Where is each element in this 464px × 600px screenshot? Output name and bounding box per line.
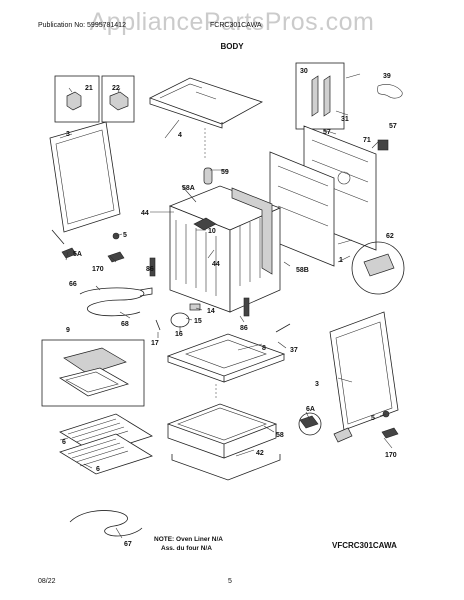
callout-5A[interactable]: 5A bbox=[73, 251, 82, 258]
callout-10[interactable]: 10 bbox=[208, 228, 216, 235]
part-3-door-right[interactable] bbox=[329, 311, 399, 431]
watermark: AppliancePartsPros.com bbox=[89, 8, 375, 36]
part-16-fan[interactable] bbox=[170, 312, 190, 328]
callout-6-b[interactable]: 6 bbox=[96, 466, 100, 473]
callout-17[interactable]: 17 bbox=[151, 340, 159, 347]
callout-5-right[interactable]: 5 bbox=[371, 415, 375, 422]
publication-number: Publication No: 5995781412 bbox=[38, 22, 126, 29]
part-6A-hinge[interactable] bbox=[299, 415, 319, 429]
part-170-screw-right[interactable] bbox=[381, 427, 399, 439]
part-57-clip[interactable] bbox=[377, 139, 389, 151]
callout-9[interactable]: 9 bbox=[66, 327, 70, 334]
callout-3-right[interactable]: 3 bbox=[315, 381, 319, 388]
callout-44-b[interactable]: 44 bbox=[212, 261, 220, 268]
part-37-screw[interactable] bbox=[275, 323, 291, 333]
part-3-door-left[interactable] bbox=[49, 121, 121, 233]
callout-16[interactable]: 16 bbox=[175, 331, 183, 338]
part-9-broiler-pan[interactable] bbox=[59, 367, 130, 397]
callout-44-a[interactable]: 44 bbox=[141, 210, 149, 217]
part-68-bake-element[interactable] bbox=[79, 287, 145, 317]
part-4-top-panel[interactable] bbox=[148, 77, 263, 125]
part-5-hinge-arm[interactable] bbox=[333, 427, 353, 443]
callout-59[interactable]: 59 bbox=[221, 169, 229, 176]
model-number-header: FCRC301CAWA bbox=[210, 22, 262, 29]
part-8-oven-bottom[interactable] bbox=[166, 333, 286, 377]
inset-box-22 bbox=[101, 75, 135, 123]
part-42-drawer-panel[interactable] bbox=[171, 454, 281, 481]
part-5A-hinge-receiver[interactable] bbox=[61, 247, 77, 259]
callout-39[interactable]: 39 bbox=[383, 73, 391, 80]
part-14-fitting[interactable] bbox=[189, 303, 201, 311]
part-9-broiler-pan-grid[interactable] bbox=[63, 347, 127, 375]
part-67-broil-element[interactable] bbox=[69, 510, 143, 537]
callout-42[interactable]: 42 bbox=[256, 450, 264, 457]
inset-box-21 bbox=[54, 75, 100, 123]
inset-box-9 bbox=[41, 339, 145, 407]
callout-15[interactable]: 15 bbox=[194, 318, 202, 325]
callout-67[interactable]: 67 bbox=[124, 541, 132, 548]
note-oven-liner: NOTE: Oven Liner N/A bbox=[154, 536, 223, 543]
insulation-blanket[interactable] bbox=[231, 187, 273, 275]
part-6-oven-rack-bottom[interactable] bbox=[59, 433, 153, 475]
part-39-harness[interactable] bbox=[377, 84, 403, 99]
callout-58[interactable]: 58 bbox=[276, 432, 284, 439]
model-number-bottom: VFCRC301CAWA bbox=[332, 541, 397, 550]
callout-170-left[interactable]: 170 bbox=[92, 266, 104, 273]
callout-58B[interactable]: 58B bbox=[296, 267, 309, 274]
part-10-bracket[interactable] bbox=[193, 217, 217, 231]
callout-4[interactable]: 4 bbox=[178, 132, 182, 139]
part-58-storage-drawer[interactable] bbox=[166, 403, 278, 445]
callout-57-a[interactable]: 57 bbox=[323, 129, 331, 136]
part-22-bracket[interactable] bbox=[109, 91, 129, 111]
callout-57-b[interactable]: 57 bbox=[389, 123, 397, 130]
footer-date: 08/22 bbox=[38, 578, 56, 585]
callout-71[interactable]: 71 bbox=[363, 137, 371, 144]
callout-66[interactable]: 66 bbox=[69, 281, 77, 288]
callout-37[interactable]: 37 bbox=[290, 347, 298, 354]
part-86-clip-b[interactable] bbox=[243, 297, 250, 317]
callout-8[interactable]: 8 bbox=[262, 345, 266, 352]
callout-62[interactable]: 62 bbox=[386, 233, 394, 240]
callout-21[interactable]: 21 bbox=[85, 85, 93, 92]
callout-170-right[interactable]: 170 bbox=[385, 452, 397, 459]
callout-6-a[interactable]: 6 bbox=[62, 439, 66, 446]
callout-68[interactable]: 68 bbox=[121, 321, 129, 328]
note-oven-liner-fr: Ass. du four N/A bbox=[161, 545, 212, 552]
detail-circle-62 bbox=[351, 241, 405, 295]
callout-86-b[interactable]: 86 bbox=[240, 325, 248, 332]
callout-58A[interactable]: 58A bbox=[182, 185, 195, 192]
callout-31[interactable]: 31 bbox=[341, 116, 349, 123]
callout-6A[interactable]: 6A bbox=[306, 406, 315, 413]
part-86-clip[interactable] bbox=[149, 257, 156, 277]
inset-box-30 bbox=[295, 62, 345, 130]
part-17-probe[interactable] bbox=[155, 319, 161, 331]
footer-page-number: 5 bbox=[228, 578, 232, 585]
detail-circle-6A bbox=[298, 412, 322, 436]
callout-30[interactable]: 30 bbox=[300, 68, 308, 75]
part-62-terminal-block[interactable] bbox=[363, 253, 395, 277]
callout-14[interactable]: 14 bbox=[207, 308, 215, 315]
part-21-bracket[interactable] bbox=[66, 91, 82, 111]
part-170-screw[interactable] bbox=[107, 251, 125, 263]
callout-5-left[interactable]: 5 bbox=[123, 232, 127, 239]
callout-86-a[interactable]: 86 bbox=[146, 266, 154, 273]
callout-3-left[interactable]: 3 bbox=[66, 131, 70, 138]
part-30-hinge[interactable] bbox=[311, 75, 331, 117]
callout-1[interactable]: 1 bbox=[339, 257, 343, 264]
section-title: BODY bbox=[220, 42, 244, 51]
callout-22[interactable]: 22 bbox=[112, 85, 120, 92]
part-59-spacer[interactable] bbox=[203, 167, 213, 185]
